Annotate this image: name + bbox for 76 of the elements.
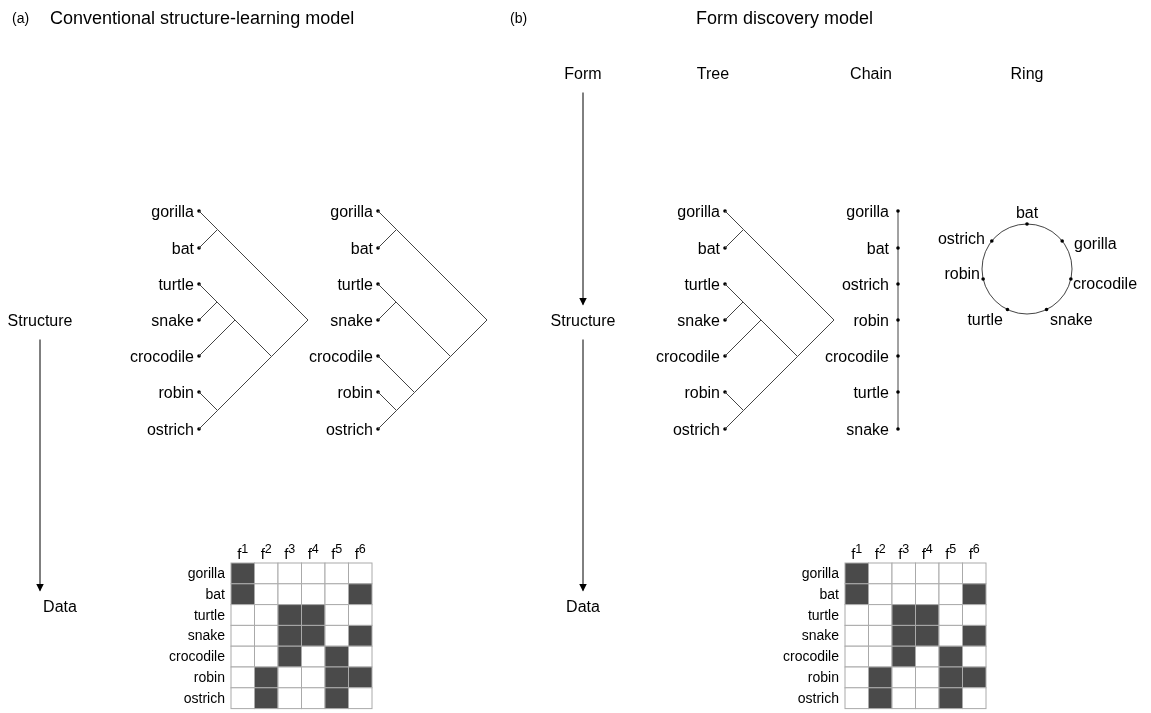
species-label: robin: [944, 263, 980, 283]
species-label: turtle: [337, 274, 373, 294]
species-label: turtle: [853, 382, 889, 402]
species-label: gorilla: [330, 201, 373, 221]
species-label: turtle: [967, 309, 1003, 329]
feature-label: f$^{5}$: [945, 541, 957, 563]
feature-label: f$^{3}$: [284, 541, 296, 563]
species-label: turtle: [193, 606, 225, 624]
species-label: ostrich: [841, 274, 889, 294]
species-label: robin: [684, 382, 720, 402]
species-label: gorilla: [1074, 233, 1117, 253]
feature-label: f$^{4}$: [921, 541, 933, 563]
species-label: gorilla: [801, 564, 839, 582]
panel-title: Conventional structure-learning model: [50, 7, 355, 29]
species-label: ostrich: [183, 689, 225, 707]
species-label: bat: [1015, 202, 1039, 222]
species-label: bat: [866, 238, 889, 258]
feature-label: f$^{1}$: [851, 541, 863, 563]
species-label: ostrich: [937, 228, 985, 248]
species-label: ostrich: [797, 689, 839, 707]
panel-letter: (a): [12, 9, 30, 27]
species-label: gorilla: [677, 201, 720, 221]
species-label: snake: [677, 310, 720, 330]
level-label: Structure: [7, 310, 73, 330]
species-label: robin: [853, 310, 889, 330]
form-label: Chain: [850, 63, 892, 83]
feature-label: f$^{6}$: [354, 541, 366, 563]
level-label: Form: [564, 63, 602, 83]
species-label: snake: [151, 310, 194, 330]
level-label: Data: [566, 596, 600, 616]
panel-letter: (b): [510, 9, 528, 27]
form-label: Tree: [696, 63, 730, 83]
species-label: snake: [1050, 309, 1093, 329]
species-label: crocodile: [129, 346, 194, 366]
arrow: [36, 339, 44, 592]
species-label: turtle: [684, 274, 720, 294]
feature-label: f$^{2}$: [874, 541, 886, 563]
species-label: gorilla: [846, 201, 889, 221]
species-label: crocodile: [1073, 273, 1138, 293]
arrow: [579, 92, 587, 306]
species-label: ostrich: [672, 419, 720, 439]
panel-title: Form discovery model: [696, 7, 874, 29]
species-label: bat: [819, 585, 839, 603]
species-label: turtle: [807, 606, 839, 624]
species-label: crocodile: [308, 346, 373, 366]
feature-label: f$^{2}$: [260, 541, 272, 563]
arrow: [579, 339, 587, 592]
species-label: snake: [187, 627, 225, 645]
species-label: crocodile: [655, 346, 720, 366]
species-label: snake: [846, 419, 889, 439]
species-label: bat: [171, 238, 194, 258]
level-label: Data: [43, 596, 77, 616]
species-label: snake: [330, 310, 373, 330]
form-label: Ring: [1010, 63, 1044, 83]
species-label: robin: [337, 382, 373, 402]
species-label: gorilla: [187, 564, 225, 582]
species-label: turtle: [158, 274, 194, 294]
species-label: snake: [801, 627, 839, 645]
species-label: ostrich: [325, 419, 373, 439]
feature-label: f$^{3}$: [898, 541, 910, 563]
species-label: ostrich: [146, 419, 194, 439]
level-label: Structure: [550, 310, 616, 330]
species-label: robin: [807, 668, 839, 686]
species-label: crocodile: [782, 648, 839, 666]
feature-label: f$^{1}$: [237, 541, 249, 563]
species-label: gorilla: [151, 201, 194, 221]
species-label: bat: [697, 238, 720, 258]
feature-label: f$^{4}$: [307, 541, 319, 563]
species-label: bat: [205, 585, 225, 603]
species-label: robin: [193, 668, 225, 686]
species-label: bat: [350, 238, 373, 258]
species-label: crocodile: [168, 648, 225, 666]
feature-label: f$^{6}$: [968, 541, 980, 563]
feature-label: f$^{5}$: [331, 541, 343, 563]
species-label: robin: [158, 382, 194, 402]
species-label: crocodile: [824, 346, 889, 366]
